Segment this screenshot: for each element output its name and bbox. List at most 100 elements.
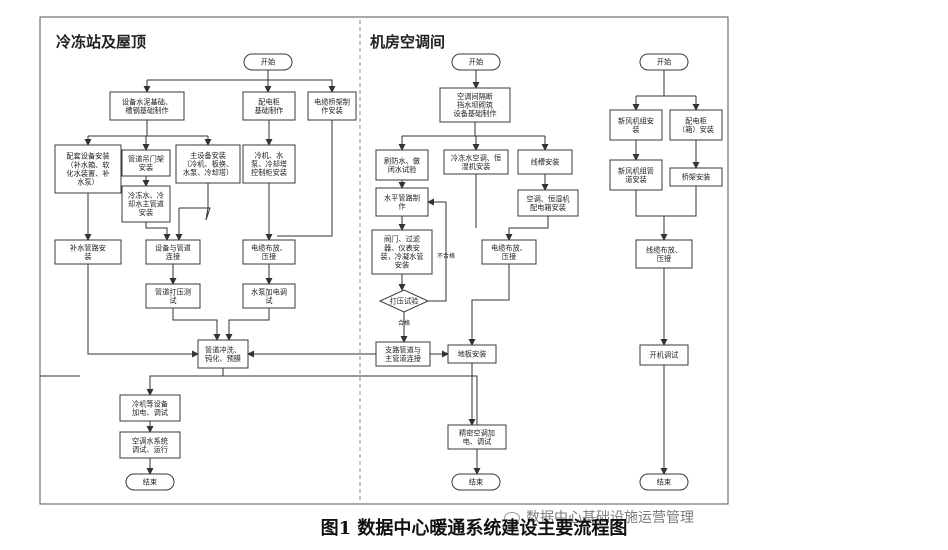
node-shape [119,394,181,422]
node-shape [609,109,663,141]
node-label: 冷冻水空调、恒湿机安装 [451,153,501,171]
edge-label-fail: 不合格 [437,252,455,260]
node-label: 水泵加电调试 [251,287,287,305]
figure-caption: 图1 数据中心暖通系统建设主要流程图 [320,518,628,539]
node-shape [242,144,296,184]
node-shape [375,149,429,181]
node-l2a: 配套设备安装（补水箱、软化水装置、补水泵） [54,144,122,194]
node-shape [121,185,171,223]
node-l-start: 开始 [243,53,293,71]
node-label: 管道打压测试 [155,287,191,305]
node-label: 桥架安装 [682,173,711,182]
node-shape [119,431,181,459]
node-label: 新风机组安装 [618,116,654,134]
node-r-start: 开始 [639,53,689,71]
node-m-end: 结束 [451,473,501,491]
node-label: 配套设备安装（补水箱、软化水装置、补水泵） [66,152,109,187]
node-shape [242,283,296,309]
connector-22 [87,264,199,358]
node-shape [451,53,501,71]
node-m4c: 电缆布放、压接 [481,239,537,265]
node-label: 电缆桥架制作安装 [314,97,350,115]
node-label: 冷冻水、冷却水主管道安装 [128,191,164,217]
connectors [40,70,700,475]
node-label: 结束 [469,478,483,487]
node-l5b: 水泵加电调试 [242,283,296,309]
node-label: 管道吊门架安装 [128,154,164,172]
node-r2b: 桥架安装 [669,167,723,187]
node-l4c: 电缆布放、压接 [242,239,296,265]
node-label: 开机调试 [650,351,679,360]
node-label: 设备水泥基础、槽钢基础制作 [122,97,172,115]
node-m5: 打压试验 [378,289,430,313]
node-label: 开始 [657,58,671,67]
node-shape [669,109,723,141]
node-shape [517,149,573,175]
node-label: 支路管道与主管道连接 [385,345,421,363]
node-l1b: 配电柜基础制作 [242,91,296,121]
node-label: 地板安装 [458,350,487,359]
connector-45 [222,368,478,425]
node-shape [517,189,579,217]
section-title-left: 冷冻站及屋顶 [56,33,146,51]
connector-2 [147,79,336,93]
node-label: 补水管路安装 [70,243,106,261]
node-shape [121,149,171,177]
watermark: 数据中心基础设施运营管理 [504,507,694,527]
node-shape [109,91,185,121]
connector-20 [172,308,221,341]
outer-frame [39,16,729,505]
node-l2c: 主设备安装（冷机、板换、水泵、冷却塔） [175,144,241,184]
connector-14 [145,222,171,241]
node-shape [639,344,689,366]
connector-40 [427,198,447,302]
node-l4b: 设备与管道连接 [145,239,201,265]
node-label: 线槽安装 [531,158,560,167]
connector-11 [277,120,333,237]
node-label: 结束 [143,478,157,487]
node-label: 阀门、过滤器、仪表安装，冷凝水管安装 [380,235,423,270]
node-shape [439,87,511,123]
node-shape [371,229,433,275]
node-shape [447,424,507,450]
node-label: 打压试验 [390,297,419,306]
node-shape [54,239,122,265]
connector-15 [179,183,211,221]
node-r1b: 配电柜（箱）安装 [669,109,723,141]
connector-25 [146,368,224,396]
node-shape [639,53,689,71]
node-shape [307,91,357,121]
node-label: 空调、恒湿机配电箱安装 [526,194,570,212]
node-m8: 精密空调加电、调试 [447,424,507,450]
node-l1c: 电缆桥架制作安装 [307,91,357,121]
wechat-icon [504,512,520,524]
node-shape [54,144,122,194]
node-label: 主设备安装（冷机、板换、水泵、冷却塔） [183,151,233,177]
node-shape [635,239,693,269]
node-l2b: 管道吊门架安装 [121,149,171,177]
node-label: 线缆布放、压接 [646,245,682,263]
node-m7: 地板安装 [447,344,497,364]
node-label: 结束 [657,478,671,487]
node-shape [125,473,175,491]
node-label: 冷机等设备加电、调试 [132,399,168,417]
node-shape [639,473,689,491]
node-shape [242,239,296,265]
node-m2c: 线槽安装 [517,149,573,175]
node-m-start: 开始 [451,53,501,71]
node-r4: 开机调试 [639,344,689,366]
node-label: 配电柜基础制作 [255,97,284,115]
node-shape [197,339,249,369]
node-shape [175,144,241,184]
node-l8: 空调水系统调试、运行 [119,431,181,459]
node-label: 配电柜（箱）安装 [678,116,714,134]
node-shape [145,283,201,309]
node-label: 刷防水、做闭水试验 [384,156,420,174]
node-shape [443,149,509,175]
node-m3: 水平管路制作 [375,187,429,217]
node-l5a: 管道打压测试 [145,283,201,309]
node-shape [145,239,201,265]
node-r-end: 结束 [639,473,689,491]
